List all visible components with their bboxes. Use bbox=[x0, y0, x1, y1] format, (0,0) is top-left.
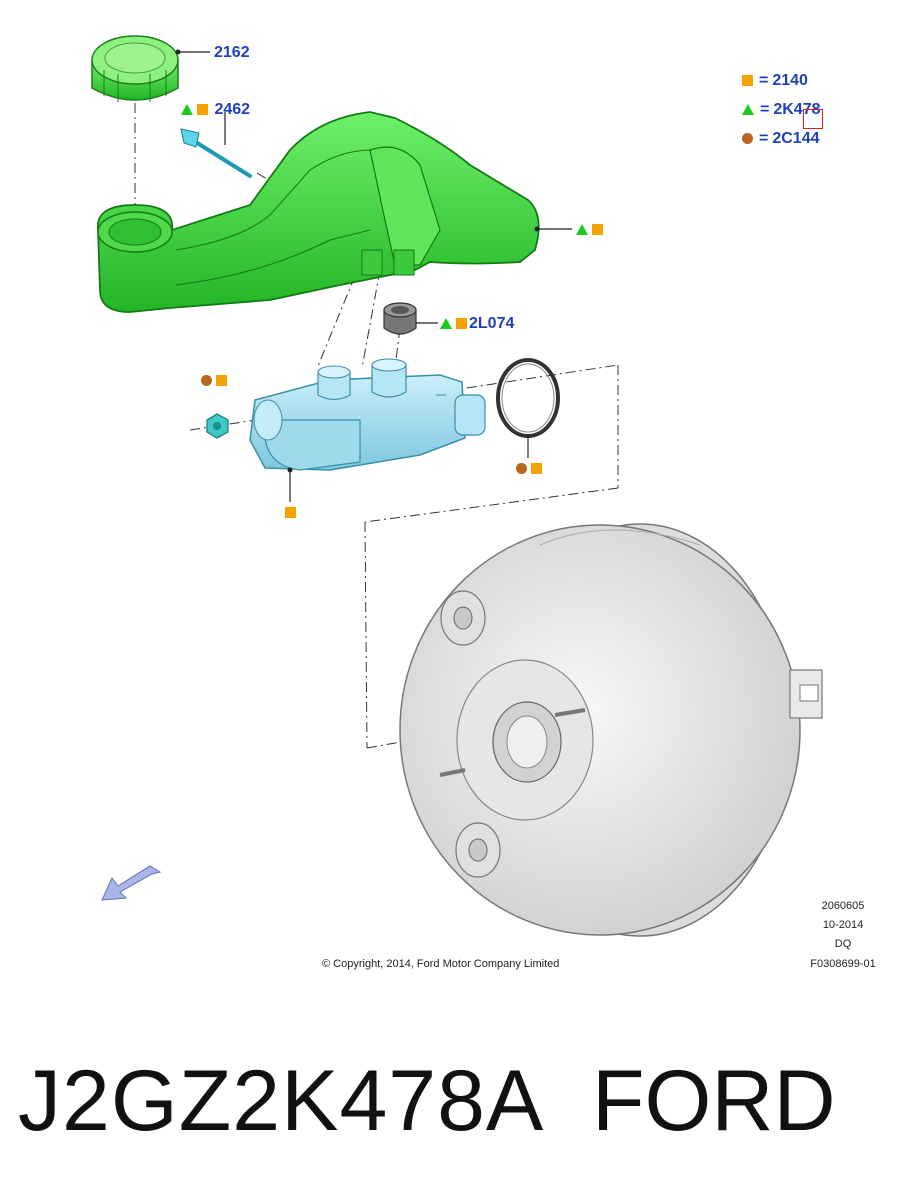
reservoir-grommet bbox=[383, 302, 417, 335]
callout-o-ring bbox=[514, 460, 544, 478]
square-icon bbox=[197, 104, 208, 116]
callout-nut bbox=[199, 372, 229, 390]
square-icon bbox=[531, 463, 542, 475]
circle-icon bbox=[201, 375, 212, 387]
callout-master-cylinder bbox=[283, 504, 298, 522]
illustration-date: 10-2014 bbox=[822, 919, 864, 931]
brand-name: FORD bbox=[592, 1053, 836, 1149]
callout-grommet: 2L074 bbox=[438, 315, 514, 333]
triangle-icon bbox=[181, 104, 193, 116]
o-ring-seal bbox=[496, 358, 560, 438]
mounting-nut bbox=[206, 413, 229, 439]
part-number: J2GZ2K478A bbox=[18, 1053, 545, 1149]
level-sensor bbox=[180, 112, 252, 178]
illustration-author: DQ bbox=[834, 938, 852, 950]
exploded-parts-diagram bbox=[91, 35, 823, 937]
callout-reservoir bbox=[574, 221, 605, 239]
square-icon bbox=[216, 375, 227, 387]
triangle-icon bbox=[576, 224, 588, 236]
master-cylinder bbox=[249, 358, 486, 471]
callout-reservoir-cap: 2162 bbox=[214, 44, 250, 61]
triangle-icon bbox=[742, 104, 754, 116]
fluid-reservoir bbox=[97, 111, 540, 313]
circle-icon bbox=[516, 463, 527, 475]
square-icon bbox=[592, 224, 603, 236]
square-icon bbox=[742, 75, 753, 87]
direction-arrow-icon bbox=[101, 865, 162, 901]
figure-id: F0308699-01 bbox=[810, 958, 876, 970]
circle-icon bbox=[742, 133, 753, 145]
reservoir-cap bbox=[91, 35, 179, 102]
copyright-notice: © Copyright, 2014, Ford Motor Company Li… bbox=[322, 958, 560, 970]
brake-booster bbox=[399, 523, 823, 937]
triangle-icon bbox=[440, 318, 452, 330]
square-icon bbox=[456, 318, 467, 330]
legend-row-square: =2140 bbox=[740, 72, 808, 90]
square-icon bbox=[285, 507, 296, 519]
callout-level-sensor: 2462 bbox=[179, 101, 250, 119]
highlight-marker bbox=[803, 109, 823, 129]
legend-row-circle: =2C144 bbox=[740, 130, 820, 148]
legend-row-triangle: =2K478 bbox=[740, 101, 821, 119]
illustration-number: 2060605 bbox=[821, 900, 865, 912]
